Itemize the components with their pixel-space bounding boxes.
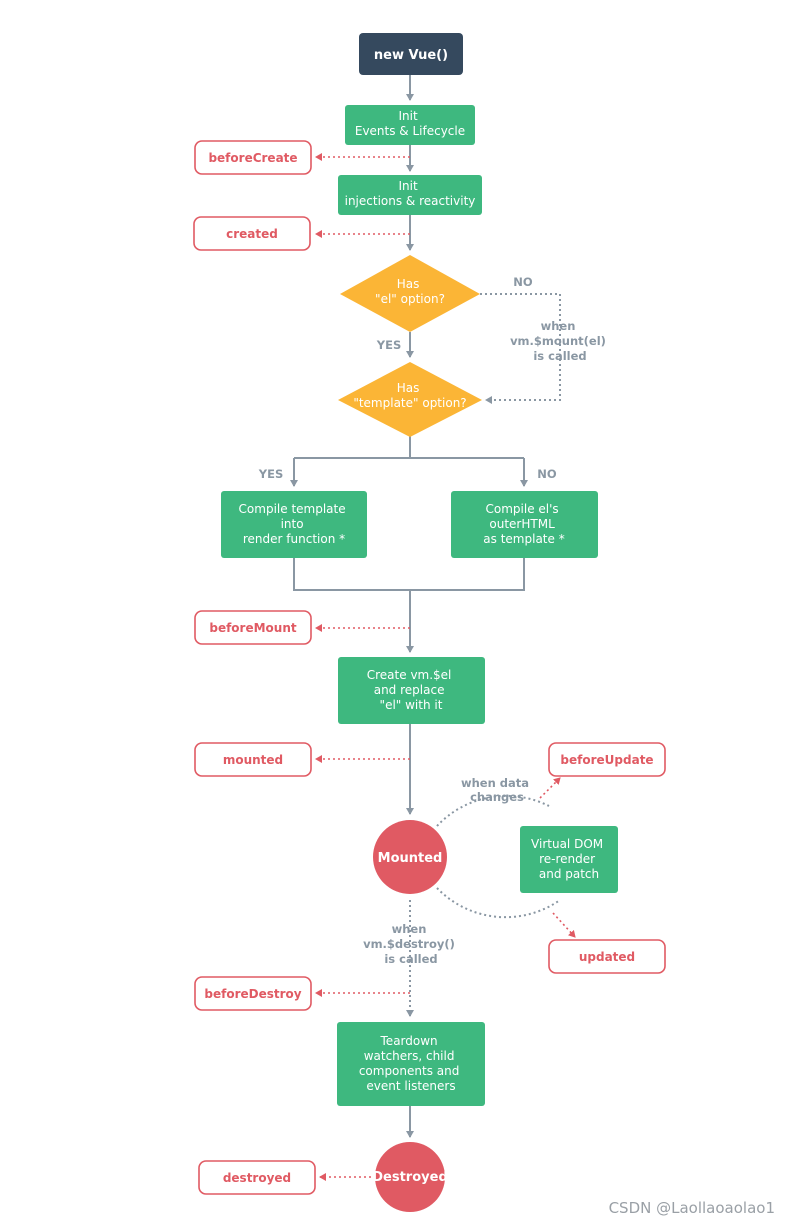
init-injections-line-1: Init bbox=[398, 179, 417, 193]
yes-template-label: YES bbox=[258, 467, 283, 481]
mounted-state: Mounted bbox=[373, 820, 447, 894]
hook-before-create: beforeCreate bbox=[194, 140, 312, 175]
init-events-node: Init Events & Lifecycle bbox=[345, 105, 475, 145]
has-template-line-2: "template" option? bbox=[353, 396, 466, 410]
hook-before-mount: beforeMount bbox=[194, 610, 312, 645]
when-destroy-label: when vm.$destroy() is called bbox=[363, 922, 459, 966]
destroyed-label: Destroyed bbox=[372, 1170, 448, 1185]
virtual-dom-node: Virtual DOM re-render and patch bbox=[520, 826, 618, 893]
svg-text:Init injections & reacti: Init injections & reactivity bbox=[345, 179, 476, 208]
no-el-label: NO bbox=[513, 275, 533, 289]
hook-created: created bbox=[193, 216, 311, 251]
destroyed-state: Destroyed bbox=[372, 1142, 448, 1212]
init-injections-node: Init injections & reactivity bbox=[338, 175, 482, 215]
hook-before-update: beforeUpdate bbox=[548, 742, 666, 777]
svg-text:Compile el's outerHTML: Compile el's outerHTML as template * bbox=[483, 502, 564, 546]
svg-text:Teardown watchers, child: Teardown watchers, child components and … bbox=[359, 1034, 463, 1093]
watermark: CSDN @Laollaoaolao1 bbox=[608, 1199, 775, 1217]
create-el-line-2: and replace bbox=[374, 683, 445, 697]
mounted-label: Mounted bbox=[378, 851, 443, 866]
hook-before-mount-label: beforeMount bbox=[209, 621, 297, 635]
when-mount-label: when vm.$mount(el) is called bbox=[510, 319, 610, 363]
new-vue-label: new Vue() bbox=[374, 48, 448, 63]
has-el-decision: Has "el" option? bbox=[340, 255, 480, 332]
hook-before-destroy-label: beforeDestroy bbox=[204, 987, 301, 1001]
svg-text:Has "el" option?: Has "el" option? bbox=[375, 277, 445, 306]
svg-text:Has "template" option?: Has "template" option? bbox=[353, 381, 466, 410]
hook-mounted-label: mounted bbox=[223, 753, 283, 767]
hook-before-create-label: beforeCreate bbox=[208, 151, 297, 165]
hook-before-destroy: beforeDestroy bbox=[194, 976, 312, 1011]
when-data-label: when data changes bbox=[461, 776, 533, 804]
yes-el-label: YES bbox=[376, 338, 401, 352]
teardown-line-3: components and bbox=[359, 1064, 460, 1078]
hook-mounted: mounted bbox=[194, 742, 312, 777]
dotted-flow-lines bbox=[406, 293, 561, 1017]
new-vue-node: new Vue() bbox=[359, 33, 463, 75]
hook-created-label: created bbox=[226, 227, 278, 241]
has-el-line-1: Has bbox=[397, 277, 420, 291]
hook-arrows bbox=[315, 153, 576, 1181]
has-template-line-1: Has bbox=[397, 381, 420, 395]
virtual-dom-line-3: and patch bbox=[539, 867, 599, 881]
compile-template-line-2: into bbox=[281, 517, 304, 531]
hook-before-update-label: beforeUpdate bbox=[560, 753, 653, 767]
no-template-label: NO bbox=[537, 467, 557, 481]
hook-destroyed-label: destroyed bbox=[223, 1171, 291, 1185]
init-injections-line-2: injections & reactivity bbox=[345, 194, 476, 208]
compile-template-line-3: render function * bbox=[243, 532, 345, 546]
svg-text:Compile template into: Compile template into render function * bbox=[239, 502, 350, 546]
compile-template-node: Compile template into render function * bbox=[221, 491, 367, 558]
svg-text:Virtual DOM re-render: Virtual DOM re-render and patch bbox=[531, 837, 607, 881]
main-flow-lines bbox=[290, 75, 528, 1138]
create-el-line-3: "el" with it bbox=[380, 698, 443, 712]
hook-destroyed: destroyed bbox=[198, 1160, 316, 1195]
svg-text:Create vm.$el and replac: Create vm.$el and replace "el" with it bbox=[367, 668, 455, 712]
create-el-node: Create vm.$el and replace "el" with it bbox=[338, 657, 485, 724]
teardown-line-2: watchers, child bbox=[364, 1049, 455, 1063]
init-events-line-2: Events & Lifecycle bbox=[355, 124, 465, 138]
virtual-dom-line-1: Virtual DOM bbox=[531, 837, 603, 851]
create-el-line-1: Create vm.$el bbox=[367, 668, 452, 682]
hook-updated-label: updated bbox=[579, 950, 635, 964]
teardown-node: Teardown watchers, child components and … bbox=[337, 1022, 485, 1106]
compile-el-line-2: outerHTML bbox=[489, 517, 555, 531]
compile-el-node: Compile el's outerHTML as template * bbox=[451, 491, 598, 558]
virtual-dom-line-2: re-render bbox=[539, 852, 595, 866]
compile-el-line-1: Compile el's bbox=[486, 502, 559, 516]
compile-el-line-3: as template * bbox=[483, 532, 564, 546]
has-el-line-2: "el" option? bbox=[375, 292, 445, 306]
teardown-line-1: Teardown bbox=[380, 1034, 438, 1048]
compile-template-line-1: Compile template bbox=[239, 502, 346, 516]
teardown-line-4: event listeners bbox=[366, 1079, 455, 1093]
has-template-decision: Has "template" option? bbox=[338, 362, 482, 437]
hook-updated: updated bbox=[548, 939, 666, 974]
init-events-line-1: Init bbox=[398, 109, 417, 123]
svg-text:Init Events & Lifecycle: Init Events & Lifecycle bbox=[355, 109, 465, 138]
